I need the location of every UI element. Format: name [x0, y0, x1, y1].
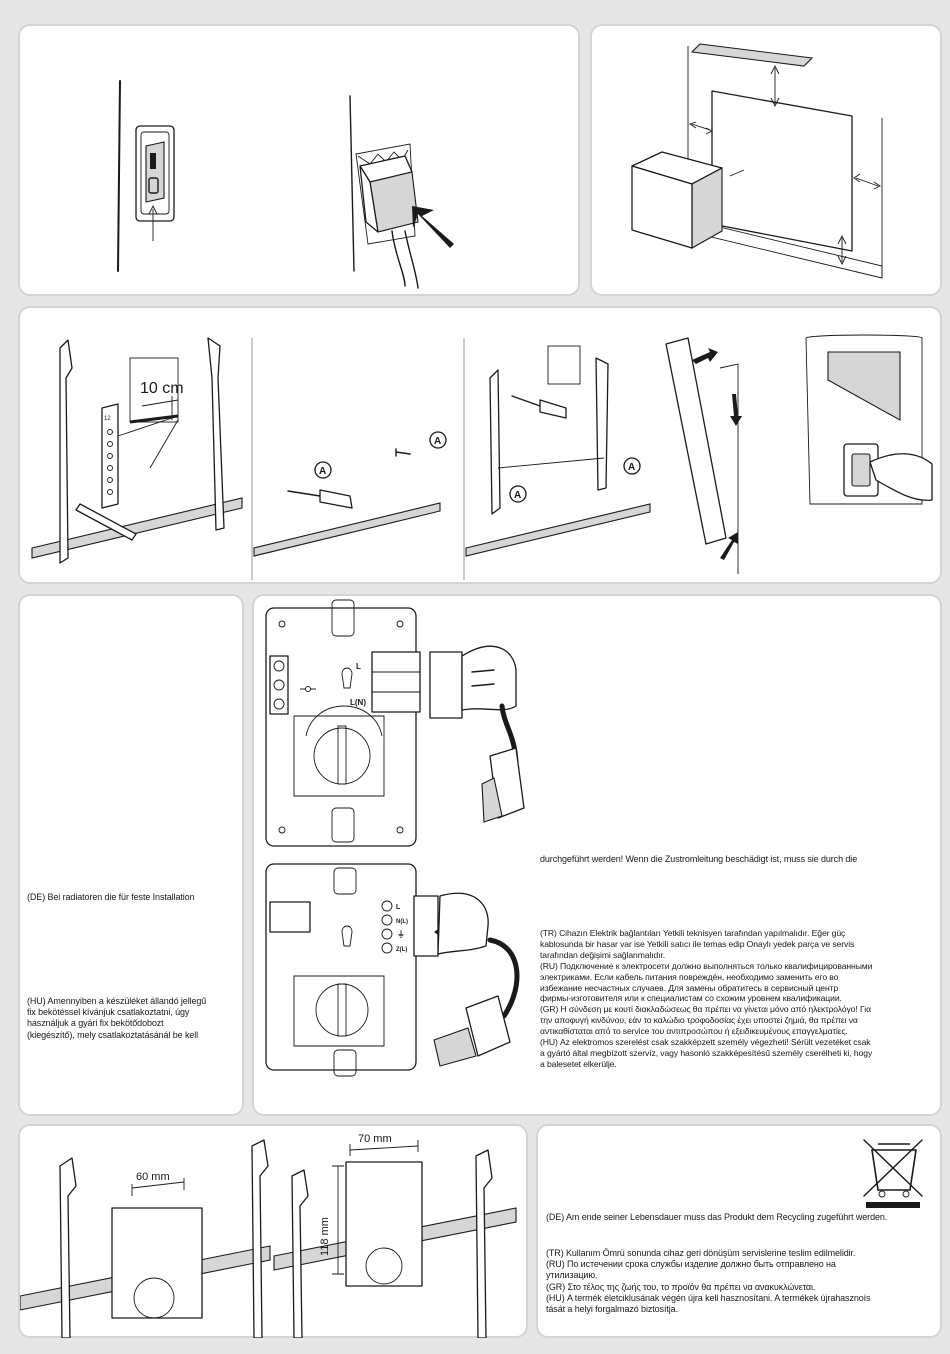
- de-electric-text: durchgeführt werden! Wenn die Zustromlei…: [540, 854, 858, 864]
- callout-a: A: [514, 490, 521, 501]
- multi-recycling-text: (TR) Kullanım Ömrü sonunda cihaz geri dö…: [546, 1248, 871, 1315]
- clearance-icon: [631, 43, 883, 279]
- wiring-diagrams: L L(N) L N(L) ⏚: [265, 599, 525, 1077]
- panel-recycling: (DE) Am ende seiner Lebensdauer muss das…: [536, 1124, 942, 1338]
- panel-box-spacing: 60 mm 70 mm 118 mm: [18, 1124, 528, 1338]
- panel-switch-and-plug: [18, 24, 580, 296]
- panel-clearance: [590, 24, 942, 296]
- step-fix-brackets: A A: [465, 345, 651, 557]
- screwdriver-icon: [287, 489, 353, 509]
- hu-fixed-install-text: (HU) Amennyiben a készüléket állandó jel…: [27, 996, 207, 1040]
- de-fixed-install-text: (DE) Bei radiatoren die für feste Instal…: [27, 892, 195, 902]
- dimension-10cm: 10 cm: [140, 380, 184, 397]
- multi-electric-text: (TR) Cihazın Elektrik bağlantıları Yetki…: [540, 928, 873, 1069]
- de-recycling-text: (DE) Am ende seiner Lebensdauer muss das…: [546, 1212, 888, 1222]
- step-screws: A A: [253, 431, 447, 557]
- hand-press-icon: [805, 334, 933, 505]
- dimension-118mm: 118 mm: [319, 1217, 331, 1256]
- cable-connector-icon: [433, 892, 520, 1067]
- switch-icon: [135, 125, 175, 241]
- terminal-label-zl: Z(L): [396, 947, 407, 953]
- junction-box-terminal-block: L N(L) ⏚ Z(L): [265, 863, 466, 1077]
- callout-a: A: [434, 436, 441, 447]
- dimension-70mm: 70 mm: [358, 1133, 392, 1145]
- plug-arrow-icon: [349, 95, 454, 289]
- step-hang-radiator: [665, 337, 742, 574]
- step-bracket-marking: 10 cm 12: [31, 337, 243, 564]
- dimension-60mm: 60 mm: [136, 1171, 170, 1183]
- terminal-label-l: L: [356, 662, 361, 671]
- terminal-label-nl: N(L): [396, 919, 408, 925]
- callout-a: A: [319, 466, 326, 477]
- terminal-label-earth: ⏚: [397, 930, 405, 939]
- plug-icon: [429, 645, 525, 823]
- switch-plug-illustration: [117, 80, 454, 289]
- terminal-label-l2: L: [396, 904, 401, 911]
- junction-box-with-plug: L L(N): [265, 599, 421, 847]
- box-spacing-illustration: 60 mm 70 mm 118 mm: [20, 1133, 517, 1338]
- panel-wiring: L L(N) L N(L) ⏚: [252, 594, 942, 1116]
- weee-bin-icon: [863, 1139, 923, 1208]
- mounting-steps-illustration: 10 cm 12 A A: [31, 334, 933, 580]
- callout-a: A: [628, 462, 635, 473]
- panel-mounting-steps: 10 cm 12 A A: [18, 306, 942, 584]
- panel-fixed-install-text: (DE) Bei radiatoren die für feste Instal…: [18, 594, 244, 1116]
- terminal-label-ln: L(N): [350, 698, 366, 707]
- ruler-number: 12: [104, 416, 111, 422]
